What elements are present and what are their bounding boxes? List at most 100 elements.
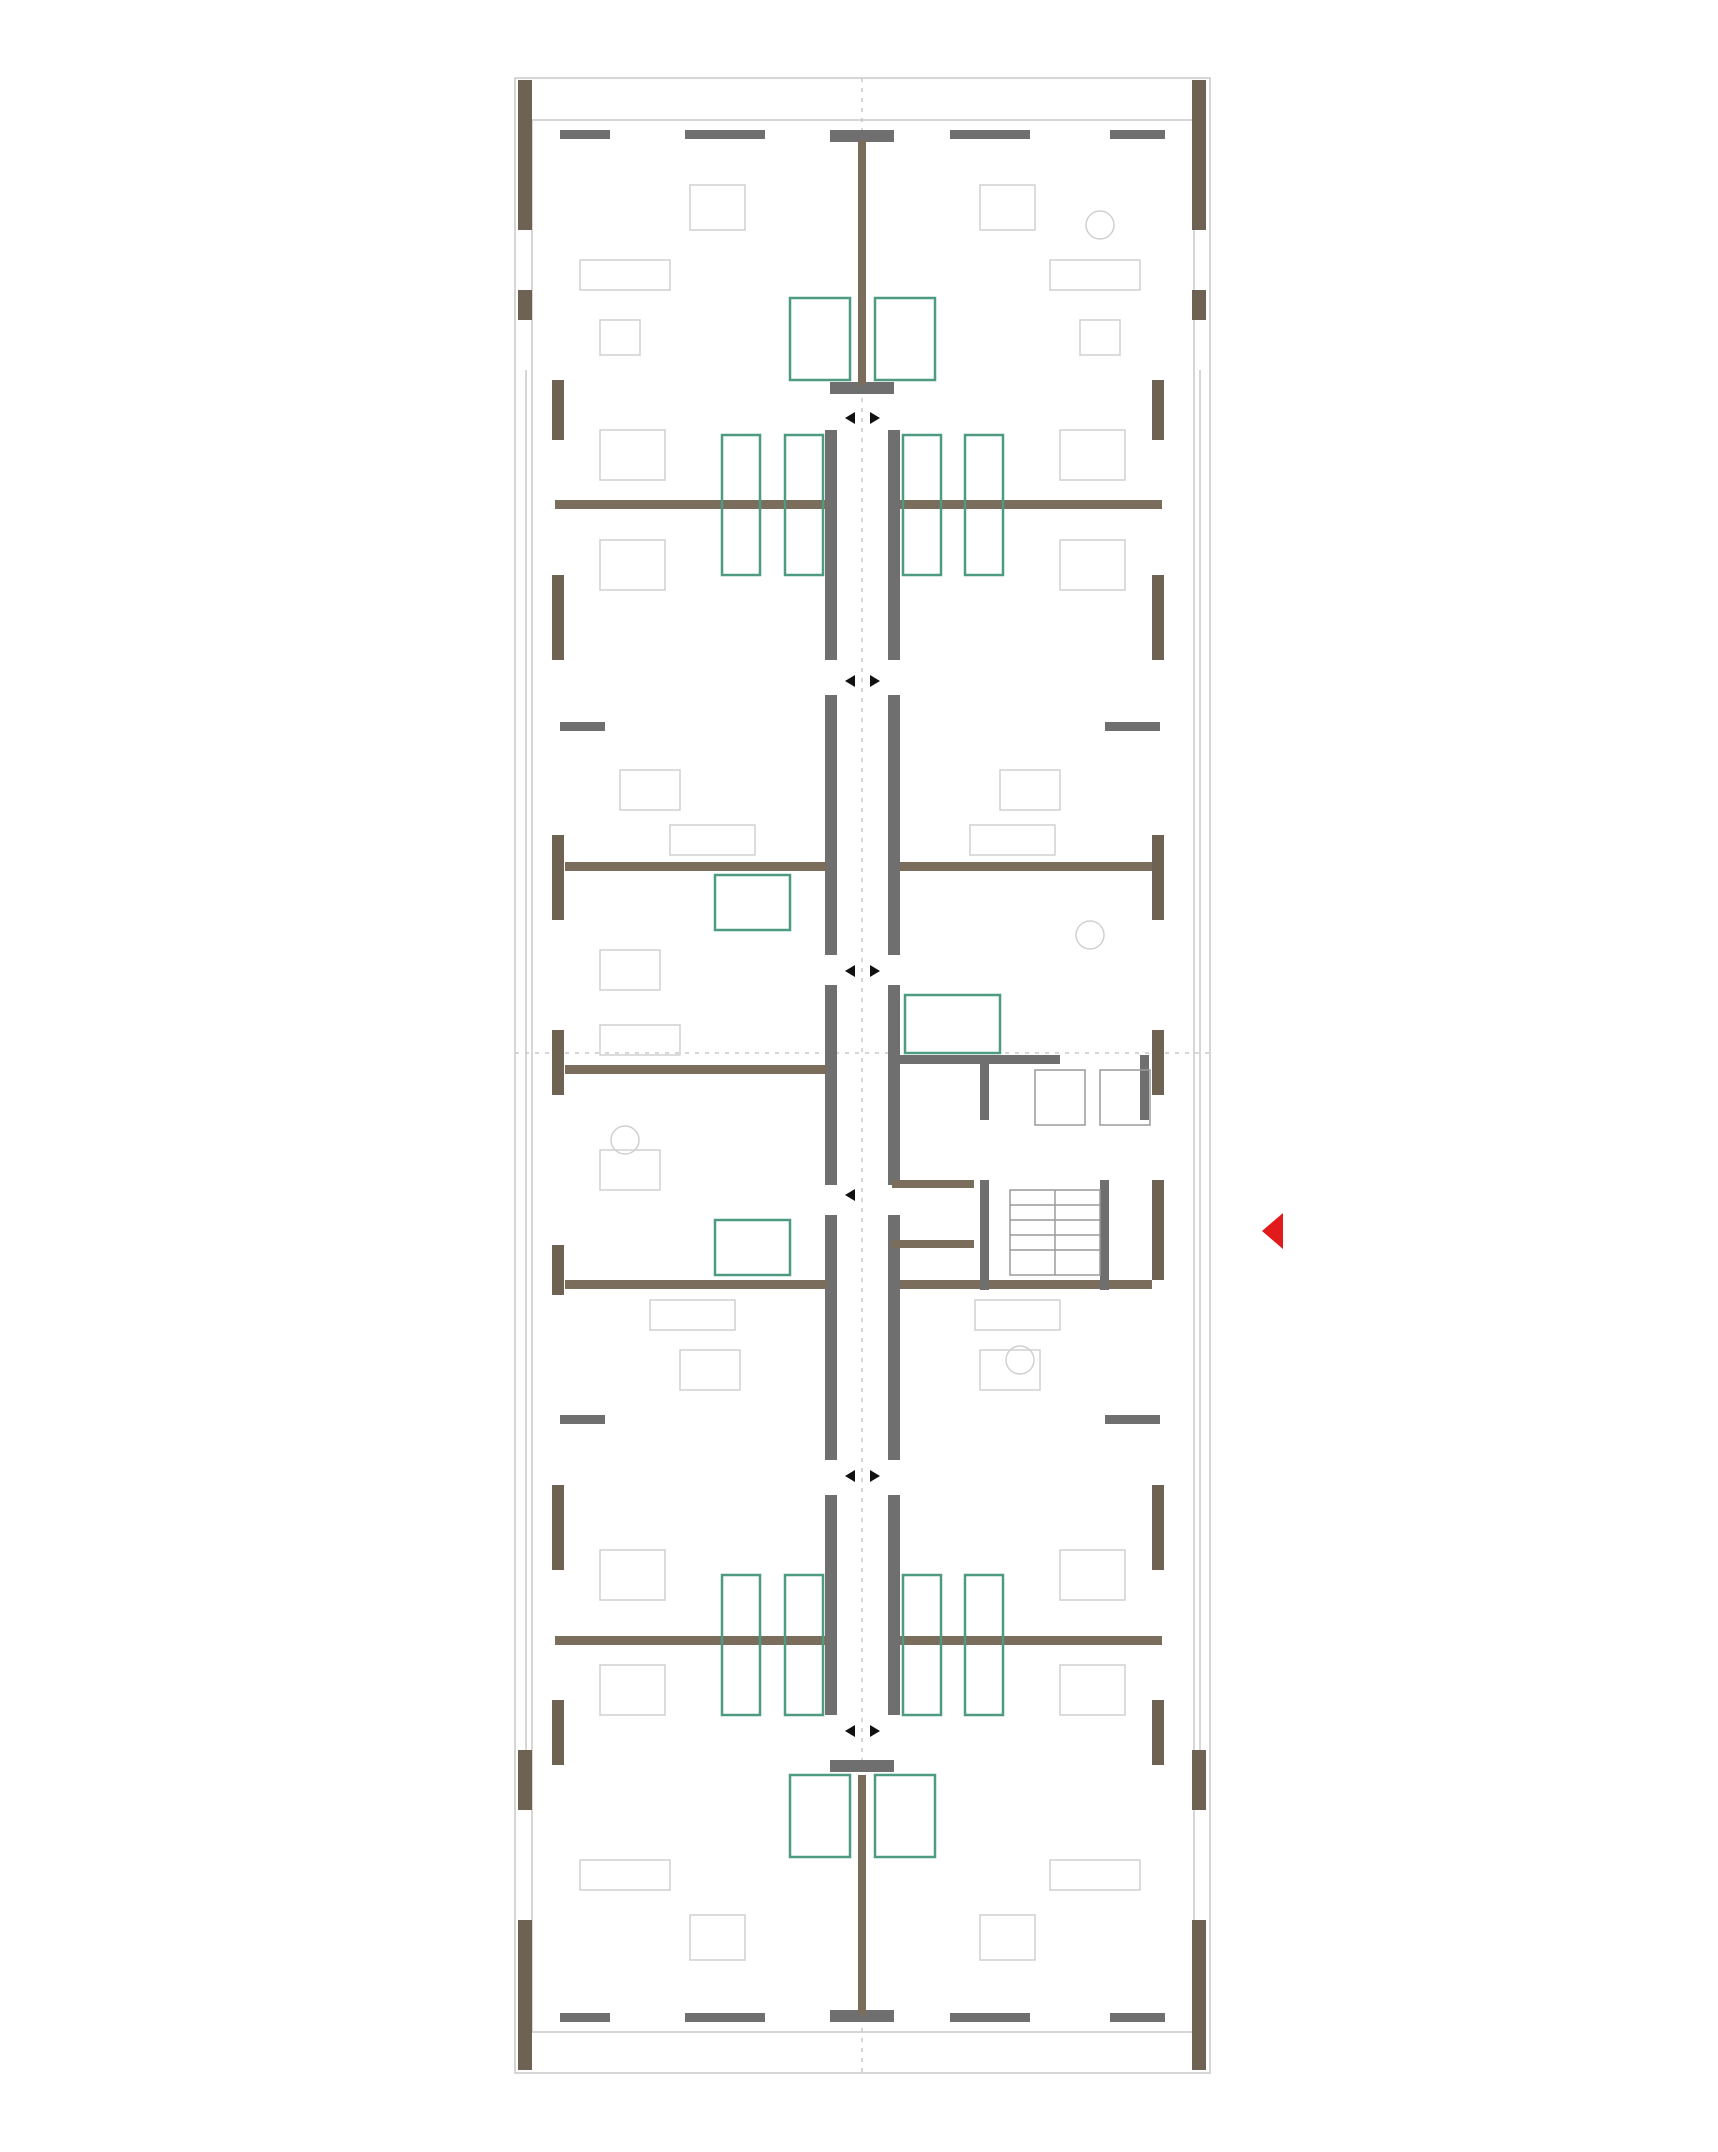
party-wall-south [858,1775,866,2015]
corridor-end-wall [830,1760,894,1772]
partition [950,2013,1030,2022]
party-wall [565,1280,827,1289]
bathroom [720,433,762,577]
corridor-wall [888,430,900,660]
corridor-wall [825,1215,837,1460]
corridor-wall [825,695,837,955]
bathroom [873,1773,937,1859]
partition [560,1415,605,1424]
stair-wall [980,1180,989,1290]
armchair [999,769,1061,811]
bathrooms [713,296,1005,1859]
bed [1079,319,1121,356]
sofa [974,1299,1061,1331]
bathroom [901,433,943,577]
bathroom [713,1218,792,1277]
column [1152,1180,1164,1280]
triangle-marker [870,412,880,424]
lift-car [1099,1069,1151,1126]
triangle-marker [845,965,855,977]
party-wall [900,500,1162,509]
bed [599,1549,666,1601]
party-wall [900,1280,1152,1289]
bathroom [720,1573,762,1717]
corridor-wall [888,695,900,955]
round-table [1005,1345,1035,1375]
partition [950,130,1030,139]
bathroom [873,296,937,382]
bed [599,429,666,481]
armchair [679,1349,741,1391]
column [1192,80,1206,230]
column [1152,380,1164,440]
corridor-wall [888,1215,900,1460]
column [552,1700,564,1765]
column [1152,1700,1164,1765]
column [552,1245,564,1295]
corridor-wall [825,985,837,1185]
bed [1059,1549,1126,1601]
bathroom [903,993,1002,1055]
triangle-marker [845,1725,855,1737]
partition [685,2013,765,2022]
sofa [1049,1859,1141,1891]
furniture [579,184,1141,1961]
partition [560,130,610,139]
bed [599,1664,666,1716]
facade-line [531,119,1195,2033]
corridor-wall [825,430,837,660]
corridor-wall [825,1495,837,1715]
partition [1110,2013,1165,2022]
bathroom [783,1573,825,1717]
core-wall [892,1240,974,1248]
column [552,1485,564,1570]
sofa [599,1024,681,1056]
entrance-marker [1262,1213,1283,1249]
column [518,1920,532,2070]
party-wall [565,862,827,871]
corridor-wall [888,1495,900,1715]
sofa [649,1299,736,1331]
bed [1059,539,1126,591]
bathroom [713,873,792,932]
column [1192,1920,1206,2070]
party-wall [900,862,1152,871]
partition [1110,130,1165,139]
column [1192,290,1206,320]
partition [1105,1415,1160,1424]
bed [1059,1664,1126,1716]
lift-car [1034,1069,1086,1126]
column [1152,1485,1164,1570]
bathroom [901,1573,943,1717]
column [1192,1750,1206,1810]
column [518,290,532,320]
core-wall [892,1180,974,1188]
sofa [579,259,671,291]
column [552,835,564,920]
bathroom [788,296,852,382]
bed [599,1149,661,1191]
corridor-end-wall [830,2010,894,2022]
column [552,1030,564,1095]
party-wall [900,1636,1162,1645]
triangle-marker [870,965,880,977]
building-outline [514,77,1211,2074]
triangle-marker [845,412,855,424]
column [518,80,532,230]
bathroom [783,433,825,577]
bed [599,949,661,991]
bathroom [963,433,1005,577]
dining-table [979,1914,1036,1961]
column [552,380,564,440]
party-wall [555,1636,827,1645]
round-table [610,1125,640,1155]
armchair [619,769,681,811]
sofa [579,1859,671,1891]
corridor-end-wall [830,382,894,394]
partition [560,2013,610,2022]
triangle-marker [845,1189,855,1201]
corridor-wall [888,985,900,1185]
column [1152,575,1164,660]
triangle-marker [870,675,880,687]
